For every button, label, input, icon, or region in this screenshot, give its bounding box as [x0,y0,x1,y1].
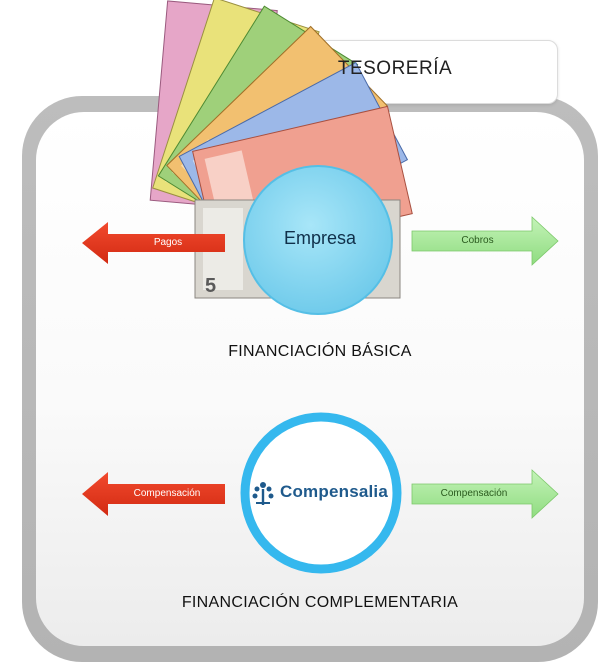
banknote-5-value: 5 [205,275,216,297]
complementary-financing-caption: FINANCIACIÓN COMPLEMENTARIA [181,594,459,611]
pagos-label: Pagos [153,237,183,248]
compensacion-right-label: Compensación [440,488,508,499]
cobros-label: Cobros [461,235,494,246]
compensalia-ring [240,412,402,574]
basic-financing-caption: FINANCIACIÓN BÁSICA [228,343,412,360]
compensacion-left-arrow [82,472,225,516]
cobros-arrow [411,216,559,266]
empresa-label: Empresa [283,228,357,248]
compensalia-logo-icon [252,482,274,505]
compensacion-right-arrow [411,469,559,519]
empresa-circle [243,165,393,315]
page-title: TESORERÍA [337,58,453,79]
pagos-arrow [82,222,225,264]
compensalia-brand: Compensalia [280,482,389,501]
compensacion-left-label: Compensación [133,488,201,499]
